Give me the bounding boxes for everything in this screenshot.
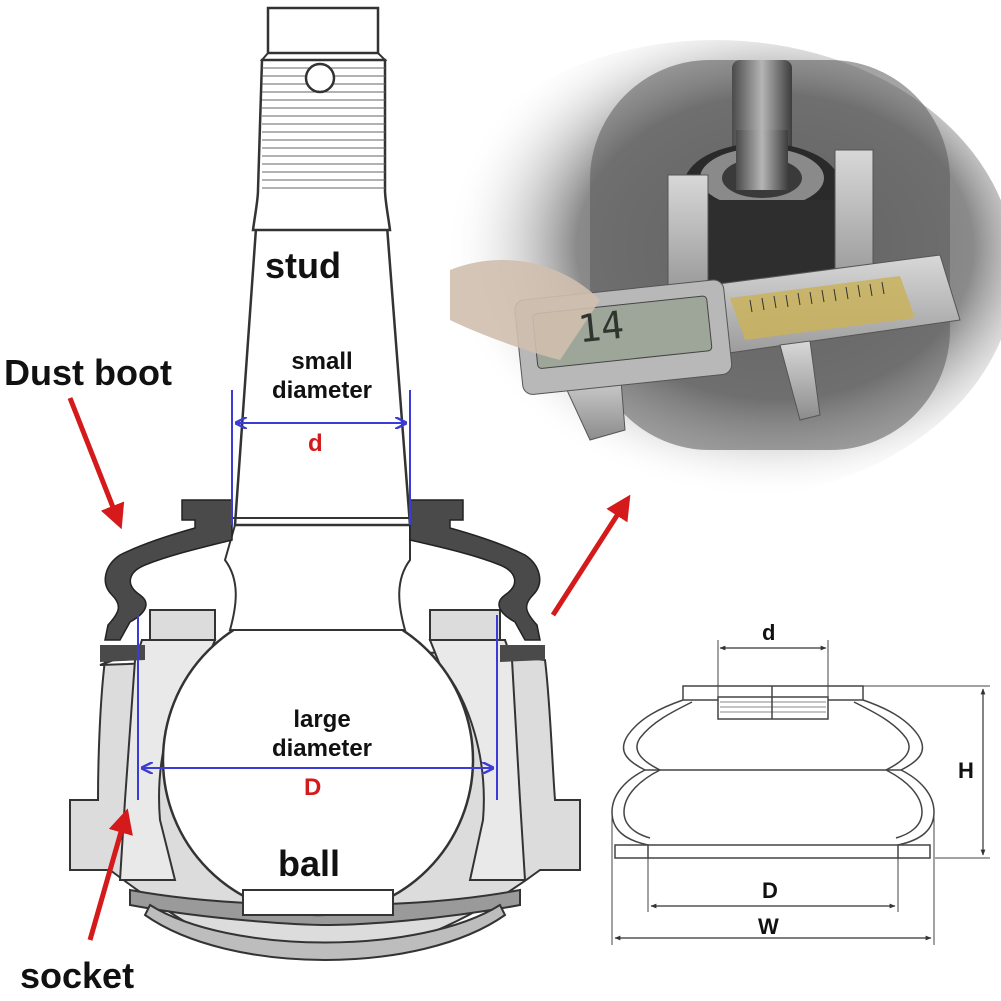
boot-D-label: D [762,878,778,903]
boot-d-label: d [762,620,776,645]
caliper-scale [730,276,915,340]
callout-arrows [67,397,631,941]
small-d-symbol: d [308,430,323,457]
cotter-pin-hole [304,62,336,94]
dust-boot-arrow [67,397,125,530]
boot-dimension-drawing [611,640,990,945]
ball-label: ball [278,843,341,884]
stud-neck [223,524,411,631]
boot-W-label: W [758,914,779,939]
caliper-photo [415,40,1001,500]
socket-arrow [87,808,133,941]
small-diameter-line-1: small [291,348,353,375]
small-diameter-label: small diameter [262,350,382,403]
dust-boot-label: Dust boot [4,352,172,393]
socket-label: socket [20,955,135,996]
dust-boot-right [409,499,541,641]
boot-H-label: H [958,758,974,783]
small-diameter-line-2: diameter [271,377,373,404]
stud-label: stud [265,245,341,286]
photo-arrow [550,494,631,617]
hand [450,260,600,360]
stud-tip [266,6,380,55]
large-d-symbol: D [304,774,322,801]
large-diameter-line-1: large [293,706,351,733]
ball-joint-section [69,6,581,961]
dust-boot-left [104,499,233,641]
large-diameter-line-2: diameter [271,735,373,762]
caliper-reading: 14 [575,302,626,352]
large-diameter-label: large diameter [252,708,392,761]
